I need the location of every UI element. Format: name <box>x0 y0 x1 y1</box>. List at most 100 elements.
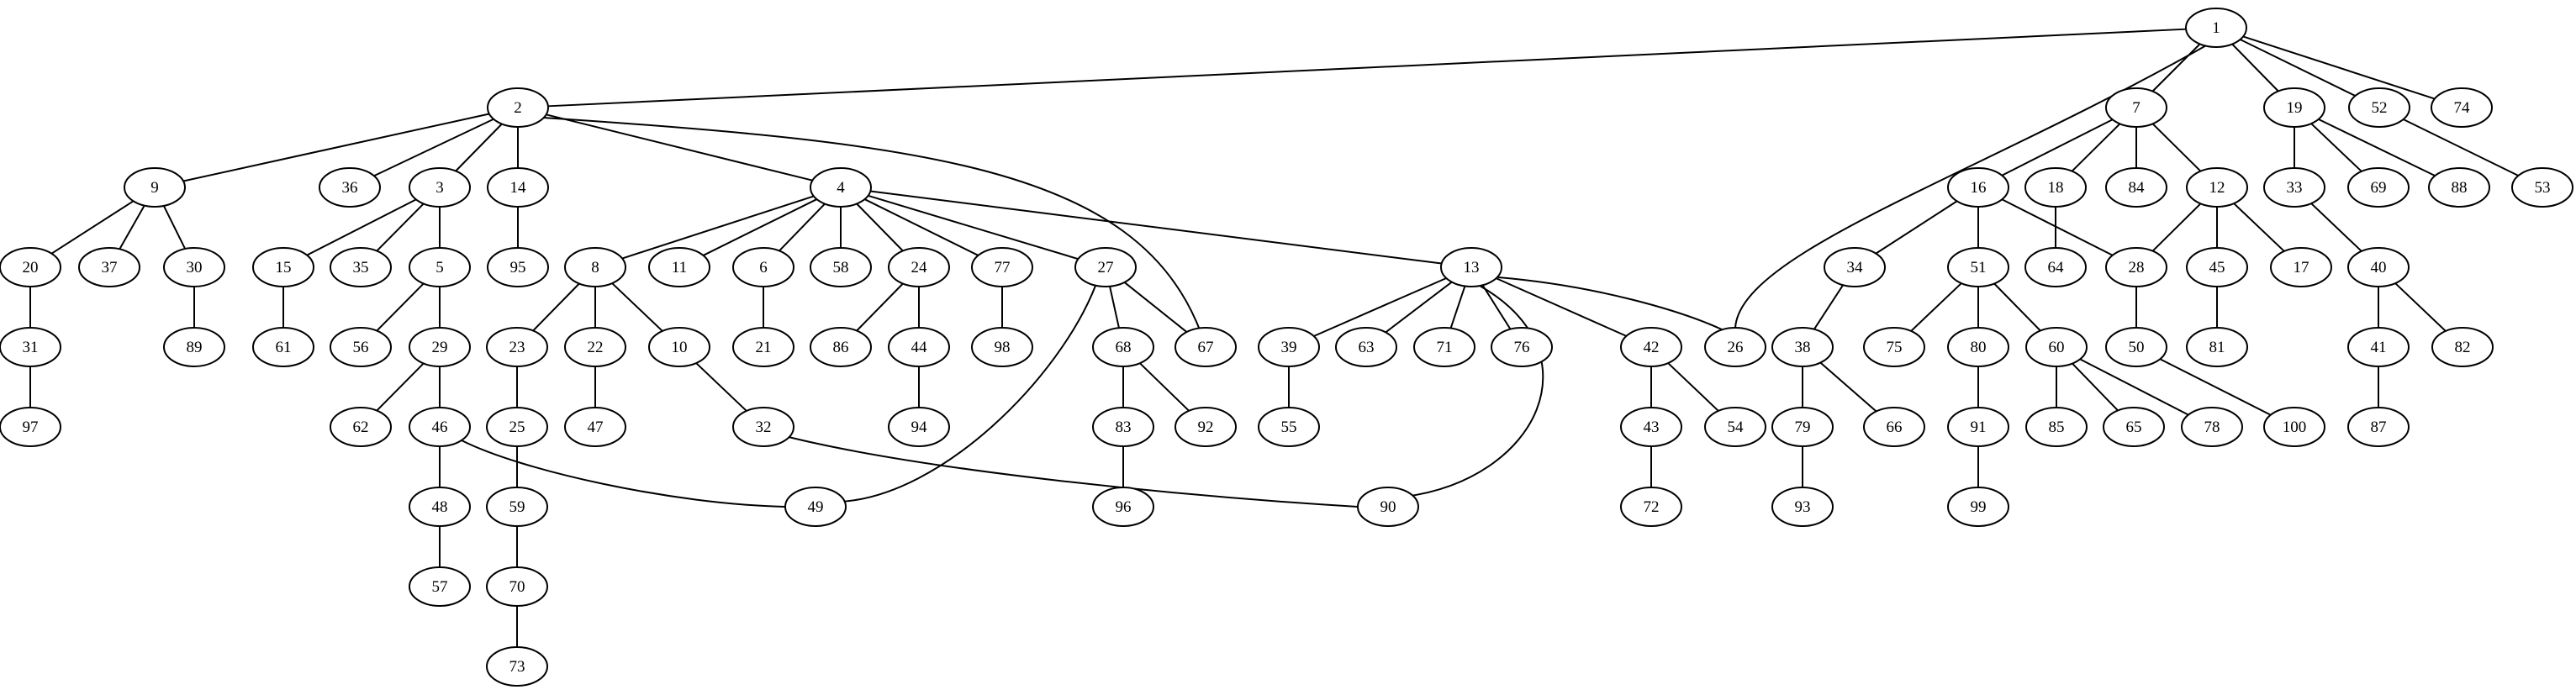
node-93: 93 <box>1771 487 1834 527</box>
node-5: 5 <box>409 247 471 287</box>
node-64: 64 <box>2024 247 2087 287</box>
node-45: 45 <box>2186 247 2248 287</box>
node-24: 24 <box>888 247 950 287</box>
node-ellipse <box>2024 247 2087 287</box>
node-ellipse <box>1771 407 1834 447</box>
node-ellipse <box>2263 87 2325 128</box>
edge-4-11 <box>703 198 817 256</box>
node-ellipse <box>1092 407 1154 447</box>
node-label: 90 <box>1380 498 1396 516</box>
edge-40-82 <box>2394 282 2447 332</box>
node-92: 92 <box>1175 407 1237 447</box>
node-label: 73 <box>509 658 525 676</box>
node-ellipse <box>1092 487 1154 527</box>
node-8: 8 <box>564 247 626 287</box>
node-label: 62 <box>353 419 369 436</box>
node-ellipse <box>252 327 314 367</box>
node-15: 15 <box>252 247 314 287</box>
node-ellipse <box>486 407 548 447</box>
node-71: 71 <box>1413 327 1475 367</box>
node-label: 4 <box>837 179 845 197</box>
node-label: 17 <box>2294 259 2309 276</box>
node-ellipse <box>78 247 140 287</box>
node-label: 44 <box>911 339 928 356</box>
node-ellipse <box>124 167 186 208</box>
node-label: 55 <box>1281 419 1297 436</box>
node-ellipse <box>2105 167 2167 208</box>
edge-7-18 <box>2071 123 2121 172</box>
node-67: 67 <box>1175 327 1237 367</box>
edge-34-38 <box>1813 284 1844 330</box>
node-label: 39 <box>1281 339 1297 356</box>
node-ellipse <box>564 407 626 447</box>
edge-27-68 <box>1109 286 1120 329</box>
node-label: 84 <box>2129 179 2146 197</box>
node-label: 59 <box>509 498 525 516</box>
node-6: 6 <box>732 247 794 287</box>
node-66: 66 <box>1863 407 1925 447</box>
node-ellipse <box>888 327 950 367</box>
node-82: 82 <box>2431 327 2494 367</box>
edge-19-88 <box>2318 118 2436 176</box>
node-label: 36 <box>342 179 358 197</box>
node-29: 29 <box>409 327 471 367</box>
node-ellipse <box>732 327 794 367</box>
node-ellipse <box>732 407 794 447</box>
node-ellipse <box>487 247 549 287</box>
node-ellipse <box>2428 167 2490 208</box>
node-ellipse <box>564 327 626 367</box>
node-label: 77 <box>995 259 1011 276</box>
node-label: 29 <box>432 339 448 356</box>
node-7: 7 <box>2105 87 2167 128</box>
node-label: 2 <box>514 99 522 117</box>
node-label: 21 <box>756 339 772 356</box>
node-ellipse <box>1947 247 2009 287</box>
node-ellipse <box>2185 8 2247 48</box>
node-ellipse <box>1704 327 1766 367</box>
edge-12-17 <box>2233 203 2285 252</box>
node-ellipse <box>409 566 471 607</box>
node-81: 81 <box>2186 327 2248 367</box>
edge-52-53 <box>2403 118 2519 176</box>
node-56: 56 <box>330 327 392 367</box>
node-label: 27 <box>1098 259 1114 276</box>
node-14: 14 <box>487 167 549 208</box>
node-ellipse <box>409 327 471 367</box>
node-65: 65 <box>2103 407 2165 447</box>
node-ellipse <box>0 327 61 367</box>
node-label: 68 <box>1116 339 1132 356</box>
edge-2-9 <box>182 113 490 182</box>
node-90: 90 <box>1357 487 1419 527</box>
node-label: 1 <box>2212 19 2220 37</box>
node-label: 41 <box>2371 339 2387 356</box>
node-ellipse <box>2186 327 2248 367</box>
node-49: 49 <box>784 487 847 527</box>
node-23: 23 <box>486 327 548 367</box>
node-label: 64 <box>2048 259 2065 276</box>
node-75: 75 <box>1863 327 1925 367</box>
node-85: 85 <box>2025 407 2088 447</box>
node-91: 91 <box>1947 407 2009 447</box>
node-87: 87 <box>2347 407 2410 447</box>
node-37: 37 <box>78 247 140 287</box>
node-ellipse <box>1863 327 1925 367</box>
node-ellipse <box>1771 487 1834 527</box>
node-ellipse <box>409 407 471 447</box>
node-label: 61 <box>276 339 292 356</box>
node-label: 76 <box>1514 339 1530 356</box>
node-31: 31 <box>0 327 61 367</box>
node-label: 91 <box>1971 419 1987 436</box>
edge-33-40 <box>2310 203 2362 252</box>
edge-4-77 <box>864 198 979 256</box>
node-42: 42 <box>1620 327 1682 367</box>
node-ellipse <box>1175 407 1237 447</box>
node-ellipse <box>486 646 548 687</box>
node-label: 72 <box>1644 498 1660 516</box>
node-label: 82 <box>2455 339 2471 356</box>
node-ellipse <box>1824 247 1886 287</box>
edge-2-4 <box>546 113 813 182</box>
node-62: 62 <box>330 407 392 447</box>
edge-1-7 <box>2151 43 2201 92</box>
node-ellipse <box>2263 167 2325 208</box>
